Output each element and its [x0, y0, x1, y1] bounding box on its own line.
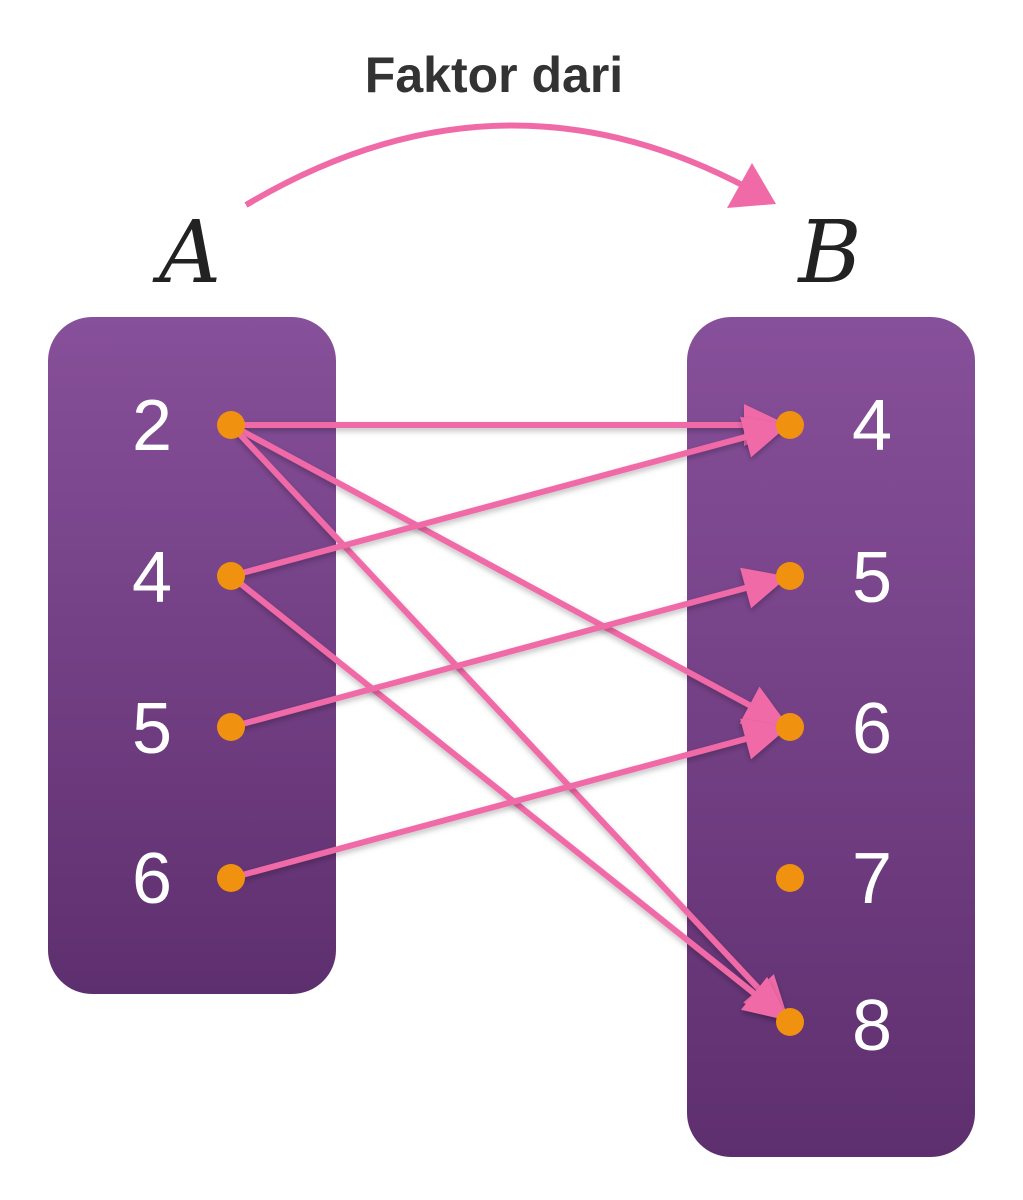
set-a-dot-4 — [217, 562, 245, 590]
set-a-element: 6 — [132, 839, 172, 919]
mapping-arrow-line — [230, 583, 753, 730]
set-a-element: 2 — [132, 386, 172, 466]
mapping-arrow-5-to-5 — [230, 567, 789, 730]
set-a-box — [48, 317, 336, 994]
mapping-arrow-head — [740, 567, 789, 609]
mapping-arrow-head — [740, 976, 789, 1021]
set-b-box — [687, 317, 975, 1157]
set-b-element: 6 — [852, 689, 892, 769]
set-b-element: 5 — [852, 538, 892, 618]
relation-curve-arrow — [244, 122, 776, 208]
set-b-label: B — [796, 203, 861, 303]
mapping-arrow-4-to-8 — [229, 573, 789, 1021]
mapping-arrow-line — [230, 432, 753, 579]
mapping-arrow-line — [230, 734, 753, 881]
set-a-dot-5 — [217, 713, 245, 741]
set-a-element: 5 — [132, 689, 172, 769]
set-a-element: 4 — [132, 538, 172, 618]
element-dots — [217, 411, 804, 1036]
set-b-dot-4 — [776, 411, 804, 439]
set-b-dot-5 — [776, 562, 804, 590]
mapping-arrows — [228, 404, 789, 1021]
mapping-arrow-6-to-6 — [230, 718, 789, 881]
set-b-element: 8 — [852, 986, 892, 1066]
set-b-element: 4 — [852, 386, 892, 466]
mapping-arrow-line — [229, 422, 757, 711]
set-b-dot-6 — [776, 713, 804, 741]
mapping-arrow-2-to-6 — [229, 422, 789, 727]
set-a-label: A — [152, 203, 221, 303]
set-b-dot-7 — [776, 864, 804, 892]
set-b-dot-8 — [776, 1008, 804, 1036]
set-b-element: 7 — [852, 839, 892, 919]
relation-title: Faktor dari — [365, 47, 623, 103]
mapping-arrow-head — [739, 686, 789, 727]
set-a-dot-6 — [217, 864, 245, 892]
mapping-arrow-line — [228, 422, 765, 995]
mapping-arrow-head — [740, 718, 789, 760]
set-a-dot-2 — [217, 411, 245, 439]
mapping-arrow-head — [740, 416, 789, 458]
mapping-arrow-line — [229, 573, 761, 1000]
mapping-arrow-4-to-4 — [230, 416, 789, 579]
